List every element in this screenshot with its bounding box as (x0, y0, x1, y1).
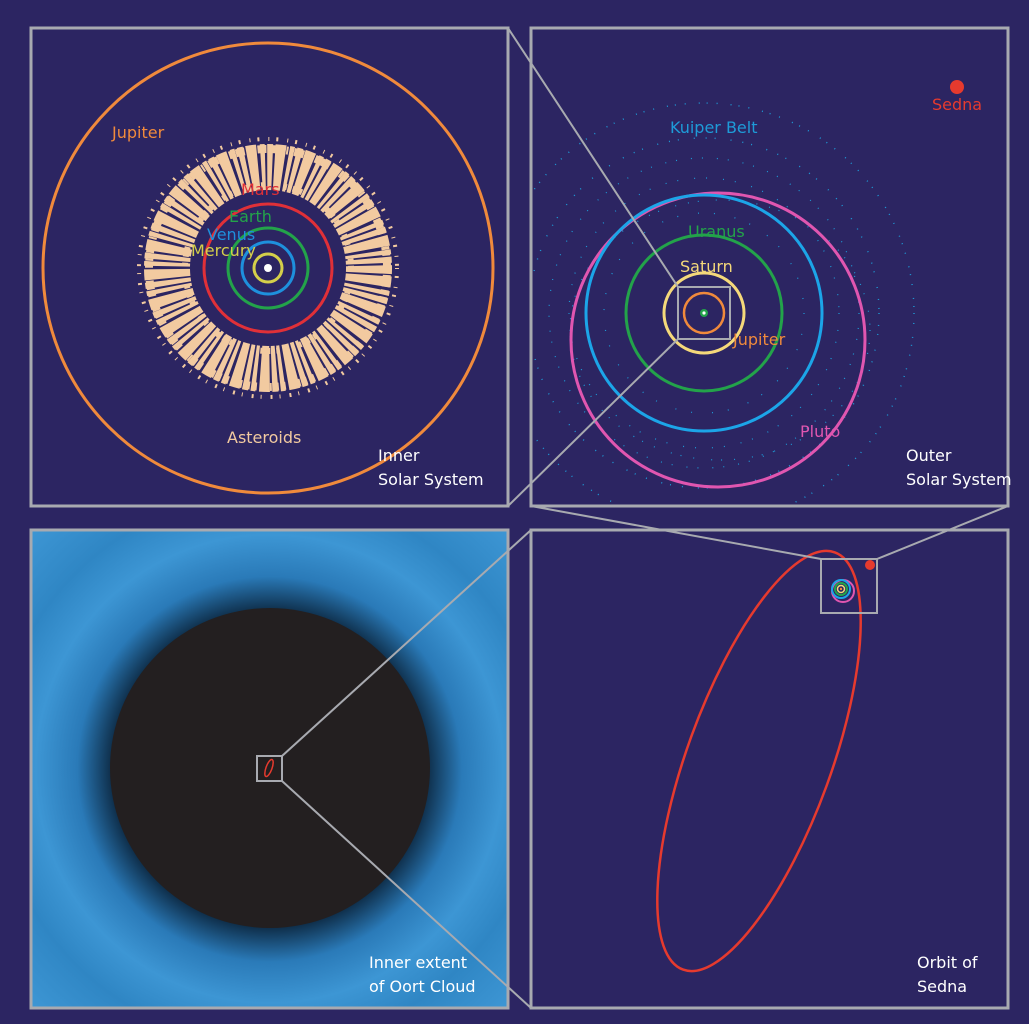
inner-solar-system-panel: Jupiter Mars Earth Venus Mercury Asteroi… (29, 26, 510, 508)
label-mercury: Mercury (191, 241, 256, 260)
inner-panel-frame (29, 26, 510, 508)
sedna-orbit-mini (264, 758, 274, 778)
label-jupiter-outer: Jupiter (732, 330, 786, 349)
asteroid-belt (137, 137, 399, 399)
sedna-panel-title-line2: Sedna (917, 977, 967, 996)
oort-panel-frame (29, 528, 510, 1010)
outer-panel-title-line1: Outer (906, 446, 952, 465)
label-mars: Mars (241, 180, 280, 199)
sun (264, 264, 272, 272)
venus-orbit (240, 240, 296, 296)
sun-outer (702, 311, 706, 315)
pluto-orbit (569, 191, 867, 489)
outer-panel-frame (529, 26, 1010, 508)
mars-orbit (202, 202, 334, 334)
label-uranus: Uranus (688, 222, 745, 241)
sedna-dot (950, 80, 964, 94)
saturn-orbit (662, 271, 746, 355)
jupiter-orbit (41, 41, 495, 495)
label-jupiter-inner: Jupiter (111, 123, 165, 142)
outer-panel-title-line2: Solar System (906, 470, 1012, 489)
oort-cloud-panel: Inner extent of Oort Cloud (29, 528, 510, 1010)
label-saturn: Saturn (680, 257, 733, 276)
uranus-orbit (624, 233, 784, 393)
oort-zoom-box (256, 755, 283, 782)
label-sedna: Sedna (932, 95, 982, 114)
label-kuiper-belt: Kuiper Belt (670, 118, 757, 137)
oort-inner-void (110, 608, 430, 928)
sedna-orbit (656, 549, 862, 973)
solar-system-mini (831, 579, 855, 603)
outer-zoom-box (677, 286, 731, 340)
label-asteroids: Asteroids (227, 428, 301, 447)
mercury-orbit (252, 252, 284, 284)
sedna-position-dot (865, 560, 875, 570)
sedna-orbit-panel: Orbit of Sedna (529, 528, 1010, 1010)
label-pluto: Pluto (800, 422, 840, 441)
inner-panel-title-line2: Solar System (378, 470, 484, 489)
oort-panel-title-line1: Inner extent (369, 953, 467, 972)
jupiter-orbit-outer (682, 291, 726, 335)
sedna-zoom-box (820, 558, 878, 614)
label-earth: Earth (229, 207, 272, 226)
inner-panel-title-line1: Inner (378, 446, 420, 465)
sedna-panel-frame (529, 528, 1010, 1010)
sedna-panel-title-line1: Orbit of (917, 953, 978, 972)
neptune-orbit (584, 193, 824, 433)
outer-solar-system-panel: Kuiper Belt Uranus Saturn Jupiter Pluto … (529, 26, 1012, 508)
zoom-connectors (281, 27, 1009, 1009)
earth-orbit (226, 226, 310, 310)
oort-panel-title-line2: of Oort Cloud (369, 977, 476, 996)
label-venus: Venus (207, 225, 255, 244)
